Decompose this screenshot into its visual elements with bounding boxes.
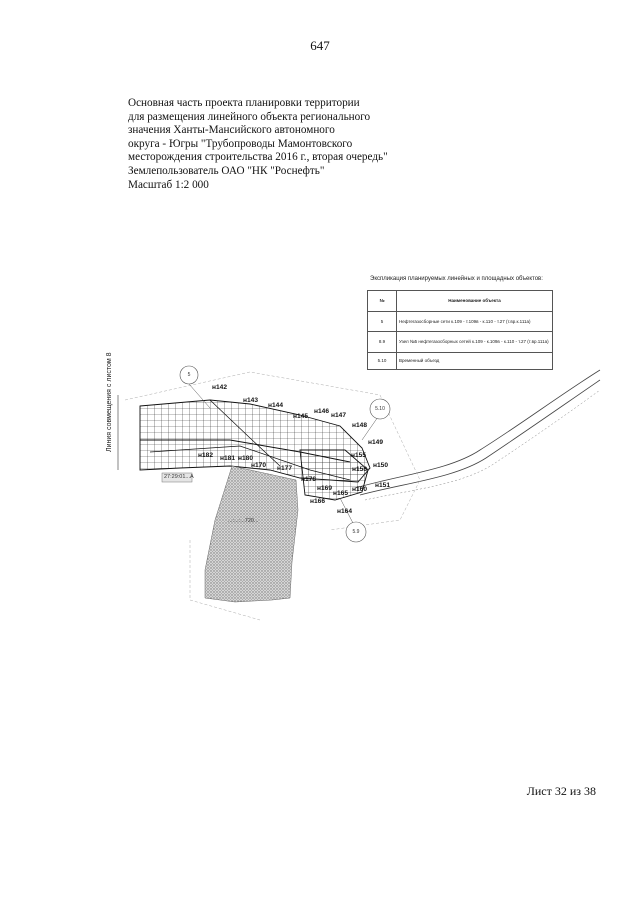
legend-row: 8.9 Узел №5 нефтегазосборных сетей к.109… [367, 331, 553, 353]
pipeline-corridor [299, 449, 369, 501]
title-line: Основная часть проекта планировки террит… [128, 97, 360, 109]
legend-header-code: № [367, 290, 397, 312]
parcel-boundary [124, 371, 421, 531]
point-label: н182 [198, 452, 213, 459]
point-label: н144 [268, 402, 283, 409]
title-line: Землепользователь ОАО "НК "Роснефть" [128, 164, 325, 177]
pipeline-line [209, 399, 281, 467]
cadastral-code: ...:...:...720... [228, 518, 259, 524]
legend-code: 5.10 [367, 352, 397, 370]
circle-label: 5 [187, 372, 191, 378]
road-edge [359, 379, 601, 496]
title-line: Масштаб 1:2 000 [128, 178, 209, 191]
point-label: н151 [375, 482, 390, 489]
point-label: н155 [351, 452, 366, 459]
title-line: месторождения строительства 2016 г., вто… [128, 151, 388, 164]
point-label: н169 [317, 485, 332, 492]
point-label: н149 [368, 439, 383, 446]
legend-header-row: № Наименование объекта [367, 290, 553, 312]
legend-name: Временный объезд [396, 352, 553, 370]
circle-label: 5.9 [352, 529, 360, 535]
point-label: н160 [352, 486, 367, 493]
legend-row: 5 Нефтегазосборные сети к.109 - т.109в -… [367, 311, 553, 332]
point-label: н181 [220, 455, 235, 462]
title-line: значения Ханты-Мансийского автономного [128, 124, 335, 137]
legend-title: Экспликация планируемых линейных и площа… [370, 276, 543, 282]
road-edge [354, 369, 601, 489]
cadastral-code: 27:29:01...А [164, 474, 194, 480]
page-number: 647 [310, 38, 330, 53]
pipeline-line [149, 445, 351, 481]
point-label: н177 [277, 465, 292, 472]
legend-header-name: Наименование объекта [396, 290, 553, 312]
point-label: н147 [331, 412, 346, 419]
title-block: Основная часть проекта планировки террит… [128, 97, 428, 192]
temporary-area [204, 465, 299, 603]
alignment-line-label: Линия совмещения с листом 8 [106, 352, 113, 452]
circle-label: 5.10 [375, 406, 385, 412]
legend-table: № Наименование объекта 5 Нефтегазосборны… [367, 290, 553, 370]
parcel-boundary [189, 540, 261, 621]
title-line: для размещения линейного объекта региона… [128, 110, 371, 123]
point-label: н158 [352, 466, 367, 473]
point-label: н180 [238, 455, 253, 462]
sheet-number: Лист 32 из 38 [526, 784, 596, 798]
point-label: н145 [293, 413, 308, 420]
point-label: н143 [243, 397, 258, 404]
legend-name: Узел №5 нефтегазосборных сетей к.109 - к… [396, 331, 553, 353]
legend-name: Нефтегазосборные сети к.109 - т.109в - к… [396, 311, 553, 332]
point-label: н166 [310, 498, 325, 505]
point-label: н178 [301, 476, 316, 483]
legend-row: 5.10 Временный объезд [367, 352, 553, 370]
pipeline-line [140, 439, 351, 463]
point-label: н170 [251, 462, 266, 469]
point-label: н148 [352, 422, 367, 429]
legend-code: 8.9 [367, 331, 397, 353]
point-label: н150 [373, 462, 388, 469]
legend-code: 5 [367, 311, 397, 332]
point-label: н146 [314, 408, 329, 415]
point-label: н165 [333, 490, 348, 497]
road-edge [364, 389, 601, 501]
title-line: округа - Югры "Трубопроводы Мамонтовског… [128, 137, 353, 150]
point-label: н142 [212, 384, 227, 391]
point-label: н164 [337, 508, 352, 515]
